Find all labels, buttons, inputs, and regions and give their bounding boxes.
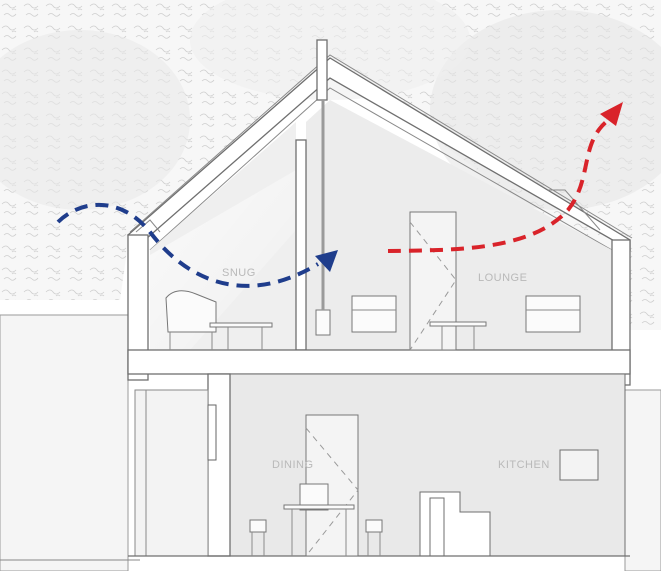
warm-air-arrow xyxy=(387,102,623,253)
room-label-kitchen: KITCHEN xyxy=(498,459,550,471)
cool-air-arrow xyxy=(56,202,338,288)
neighbour-walls xyxy=(0,314,661,571)
room-label-snug: SNUG xyxy=(222,267,256,279)
room-label-dining: DINING xyxy=(272,459,314,471)
furniture xyxy=(165,100,581,556)
room-label-lounge: LOUNGE xyxy=(478,272,527,284)
